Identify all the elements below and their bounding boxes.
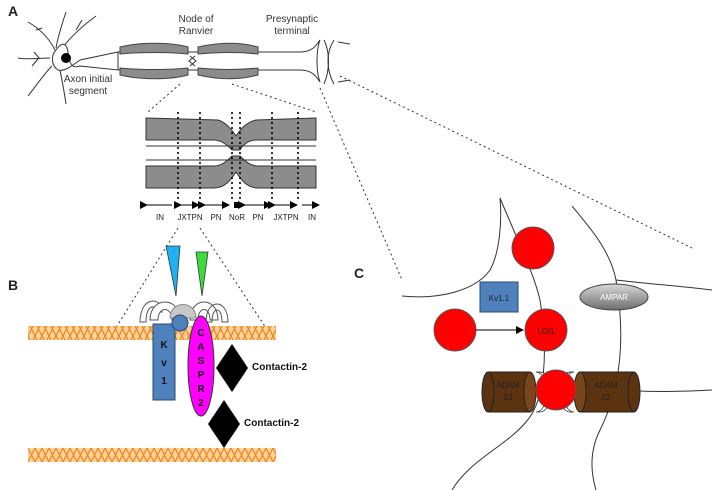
- zoom-lines-a: [147, 83, 317, 113]
- caspr2-protein: [187, 315, 215, 417]
- caspr2-letters: C A S P R 2: [197, 328, 205, 409]
- label-axon-initial-1: Axon initial: [64, 74, 112, 85]
- lgi1-circle-top: [511, 226, 555, 270]
- blue-ball: [171, 314, 189, 332]
- region-labels: IN JXTPN PN NoR PN JXTPN IN: [156, 213, 316, 222]
- contactin-label-top: Contactin-2: [252, 362, 307, 373]
- region-label: IN: [156, 213, 164, 222]
- label-presynaptic-2: terminal: [274, 26, 310, 37]
- region-label: IN: [308, 213, 316, 222]
- caspr2-letter: R: [197, 384, 205, 395]
- kv1-letter: K: [160, 340, 168, 351]
- panel-a-letter: A: [8, 3, 18, 19]
- kv1-channel: [152, 323, 176, 401]
- adam22-cylinder: [573, 371, 641, 413]
- label-node-of-ranvier-1: Node of: [178, 14, 213, 25]
- contactin-diamond-bottom: [208, 400, 240, 448]
- contactin-diamond-top: [216, 344, 248, 392]
- caspr2-letter: C: [197, 328, 204, 339]
- label-presynaptic-1: Presynaptic: [266, 14, 318, 25]
- myelin-segments: [119, 42, 259, 80]
- region-label: PN: [210, 213, 221, 222]
- cyan-wedge: [165, 245, 181, 297]
- membrane-bottom: [28, 448, 276, 462]
- adam23-cylinder: [481, 371, 537, 413]
- panel-c: C LGI1 Kv1.1 AMPAR ADAM 23: [354, 197, 713, 490]
- region-label: PN: [252, 213, 263, 222]
- kv11-box: [479, 281, 519, 313]
- kv11-label: Kv1.1: [489, 294, 510, 303]
- zoom-line-to-c-left: [319, 87, 403, 281]
- panel-b: B K v 1 C: [8, 227, 307, 462]
- kv1-letters: K v 1: [160, 340, 168, 387]
- zoom-line-to-c-top: [339, 75, 693, 249]
- caspr2-letter: S: [198, 356, 205, 367]
- ampar-receptor: [579, 283, 649, 311]
- presynaptic-terminal: [299, 39, 351, 85]
- panel-c-letter: C: [354, 265, 364, 281]
- contactin-label-bottom: Contactin-2: [244, 418, 299, 429]
- kv1-letter: v: [161, 358, 167, 369]
- lgi1-circle-center: [535, 369, 577, 411]
- label-node-of-ranvier-2: Ranvier: [179, 26, 214, 37]
- ampar-label: AMPAR: [600, 293, 628, 302]
- green-wedge: [195, 251, 209, 297]
- adam23-name: ADAM: [496, 381, 519, 390]
- lgi1-circle-left: [433, 308, 477, 352]
- panel-b-letter: B: [8, 277, 18, 293]
- node-zoom-inset: IN JXTPN PN NoR PN JXTPN IN: [140, 112, 320, 222]
- axon: [118, 51, 300, 71]
- adam22-number: 22: [602, 393, 611, 402]
- membrane-top: [28, 326, 276, 340]
- region-label: JXTPN: [177, 213, 203, 222]
- neuron-nucleus: [61, 53, 71, 63]
- lgi1-label: LGI1: [537, 327, 555, 336]
- adam23-number: 23: [504, 393, 513, 402]
- panel-a: A Node of Ranvier Presynaptic: [8, 3, 693, 281]
- region-label: NoR: [229, 213, 245, 222]
- label-axon-initial-2: segment: [69, 86, 108, 97]
- region-label: JXTPN: [273, 213, 299, 222]
- caspr2-letter: A: [197, 342, 204, 353]
- caspr2-letter: 2: [198, 398, 204, 409]
- adam22-name: ADAM: [594, 381, 617, 390]
- kv1-letter: 1: [161, 376, 167, 387]
- lgi1-circle: [524, 308, 568, 352]
- arches: [139, 300, 229, 323]
- caspr2-letter: P: [198, 370, 205, 381]
- nor-marker: [234, 202, 238, 208]
- neuron-soma: [17, 11, 119, 105]
